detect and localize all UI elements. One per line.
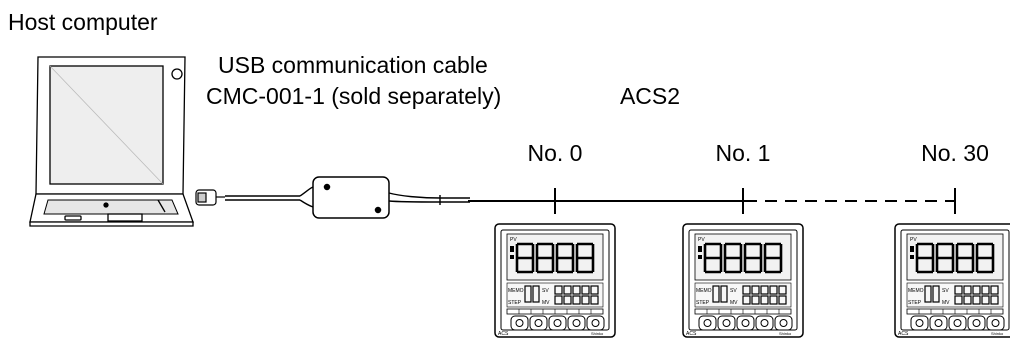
cable-model-label: CMC-001-1 (sold separately): [206, 83, 502, 109]
cable-name-label: USB communication cable: [218, 52, 488, 78]
controller-step-text: STEP: [508, 300, 522, 306]
controller-mv-text: MV: [942, 300, 950, 306]
controllers: PV MEMO SV STEP MV ACS Shinko PV MEMO SV STEP MV ACS…: [493, 222, 1010, 339]
comm-cable: [388, 192, 470, 205]
node-label: No. 1: [715, 140, 771, 166]
controller-mv-text: MV: [730, 300, 738, 306]
controller-pv-text: PV: [910, 237, 917, 243]
temperature-controller-icon: PV MEMO SV STEP MV ACS Shinko: [493, 222, 617, 339]
usb-converter-icon: [312, 176, 390, 219]
controller-brand-text: ACS: [686, 331, 697, 337]
controller-memo-text: MEMO: [508, 288, 524, 294]
controller-mv-text: MV: [542, 300, 550, 306]
bus-taps: [554, 188, 956, 214]
temperature-controller-icon: PV MEMO SV STEP MV ACS Shinko: [893, 222, 1010, 339]
controller-sv-text: SV: [730, 288, 737, 294]
host-computer-label: Host computer: [8, 9, 158, 35]
node-label: No. 30: [921, 140, 989, 166]
product-label: ACS2: [619, 83, 681, 109]
controller-brand-text: ACS: [898, 331, 909, 337]
controller-sv-text: SV: [542, 288, 549, 294]
controller-step-text: STEP: [696, 300, 710, 306]
laptop-icon: [29, 56, 194, 227]
controller-brand-text: ACS: [498, 331, 509, 337]
controller-sv-text: SV: [942, 288, 949, 294]
controller-pv-text: PV: [510, 237, 517, 243]
controller-memo-text: MEMO: [908, 288, 924, 294]
controller-maker-text: Shinko: [779, 331, 792, 336]
usb-plug-icon: [195, 189, 225, 206]
usb-cable: [225, 186, 314, 208]
node-label: No. 0: [527, 140, 583, 166]
controller-maker-text: Shinko: [591, 331, 604, 336]
controller-maker-text: Shinko: [991, 331, 1004, 336]
controller-step-text: STEP: [908, 300, 922, 306]
temperature-controller-icon: PV MEMO SV STEP MV ACS Shinko: [681, 222, 805, 339]
controller-memo-text: MEMO: [696, 288, 712, 294]
controller-pv-text: PV: [698, 237, 705, 243]
